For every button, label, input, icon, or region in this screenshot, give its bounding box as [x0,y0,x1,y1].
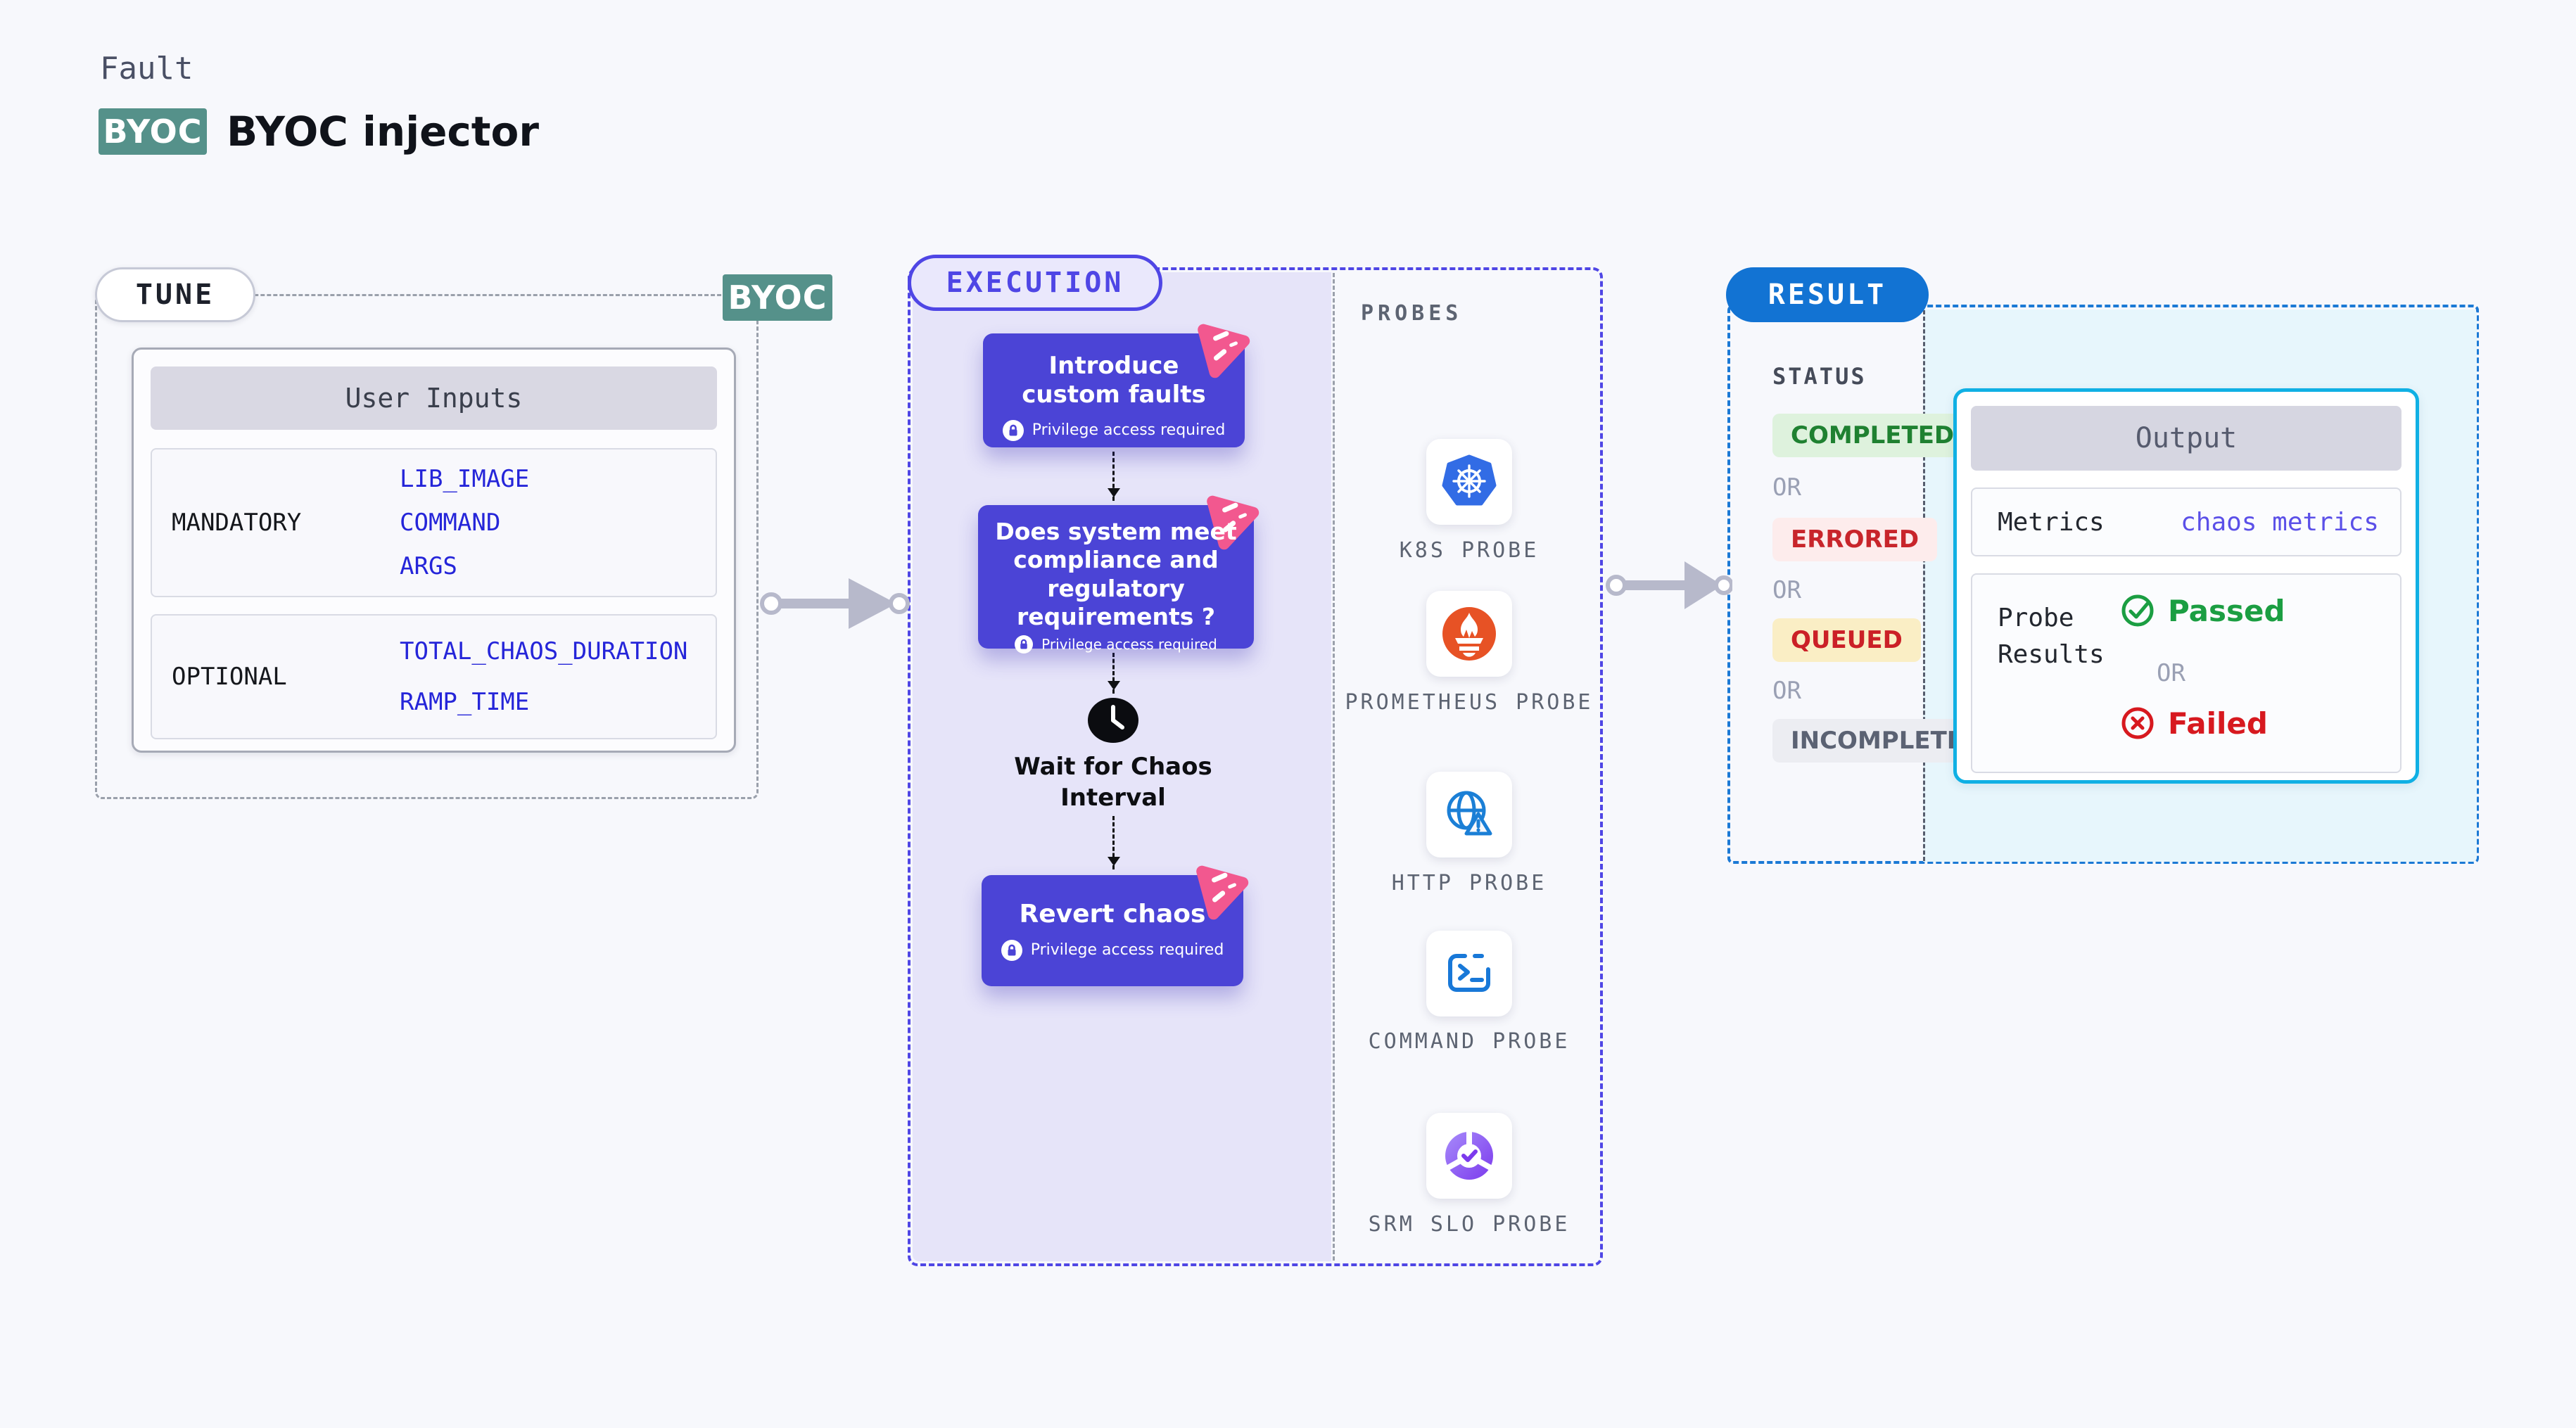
srm-slo-probe-card [1426,1113,1512,1199]
execution-section-outline: PROBES Introduce custom faults Privilege… [908,267,1603,1266]
status-or: OR [1772,576,1801,604]
globe-warning-icon [1447,791,1492,836]
metrics-row: Metrics chaos metrics [1971,487,2401,556]
execution-to-result-arrow [1606,561,1732,609]
page-title: BYOC injector [227,108,539,155]
step-introduce-custom-faults: Introduce custom faults Privilege access… [983,324,1250,447]
slo-donut-check-icon [1445,1130,1493,1180]
tune-section-outline [95,294,759,799]
kubernetes-icon [1442,454,1497,506]
lock-icon [1015,635,1034,654]
prometheus-probe-label: PROMETHEUS PROBE [1345,690,1594,715]
status-badge-completed: COMPLETED [1772,414,1973,457]
user-inputs-header: User Inputs [151,366,717,430]
probe-results-row: Probe Results Passed OR Failed [1971,573,2401,773]
execution-probes-divider [1333,273,1335,1261]
optional-values: TOTAL_CHAOS_DURATION RAMP_TIME [400,616,687,738]
lock-icon [1001,939,1022,961]
mandatory-row: MANDATORY LIB_IMAGE COMMAND ARGS [151,448,717,597]
chaos-fault-icon [1198,324,1250,378]
k8s-probe-card [1426,439,1512,525]
output-card: Output Metrics chaos metrics Probe Resul… [1953,388,2419,784]
http-probe-card [1426,772,1512,858]
passed-line: Passed [2120,593,2285,628]
mandatory-label: MANDATORY [172,509,302,537]
chaos-fault-icon [1207,495,1260,550]
probes-heading: PROBES [1361,301,1463,326]
check-circle-icon [2121,594,2154,627]
metrics-label: Metrics [1998,507,2105,537]
status-heading: STATUS [1772,363,1867,390]
value-args: ARGS [400,552,457,580]
status-or: OR [1772,473,1801,502]
optional-row: OPTIONAL TOTAL_CHAOS_DURATION RAMP_TIME [151,614,717,739]
flow-connector [1108,653,1120,694]
chaos-fault-icon [1196,865,1249,920]
probe-results-label: Probe Results [1998,604,2105,670]
mandatory-values: LIB_IMAGE COMMAND ARGS [400,450,529,596]
flow-connector [1108,816,1120,869]
value-command: COMMAND [400,509,501,537]
step-revert-chaos: Revert chaos Privilege access required [982,865,1249,986]
privilege-note: Privilege access required [982,939,1243,961]
byoc-badge: BYOC [99,108,207,155]
tune-pill: TUNE [95,267,255,322]
lock-icon [1002,419,1024,441]
result-pill: RESULT [1726,267,1929,322]
srm-slo-probe-label: SRM SLO PROBE [1368,1212,1571,1237]
x-circle-icon [2121,707,2154,739]
status-badge-queued: QUEUED [1772,618,1921,662]
tune-to-execution-arrow [760,578,910,629]
status-badge-errored: ERRORED [1772,518,1938,561]
output-header: Output [1971,406,2401,471]
optional-label: OPTIONAL [172,663,287,691]
command-probe-label: COMMAND PROBE [1368,1029,1571,1054]
command-probe-card [1426,931,1512,1016]
result-section-outline: STATUS COMPLETED OR ERRORED OR QUEUED OR… [1727,305,2479,864]
value-total-chaos-duration: TOTAL_CHAOS_DURATION [400,637,688,666]
privilege-note: Privilege access required [978,635,1254,654]
user-inputs-card: User Inputs MANDATORY LIB_IMAGE COMMAND … [132,348,736,753]
result-divider [1923,310,1925,861]
wait-for-chaos-interval-label: Wait for Chaos Interval [1014,753,1212,812]
status-or: OR [1772,677,1801,705]
failed-line: Failed [2120,706,2268,741]
terminal-icon [1448,954,1490,992]
execution-pill: EXECUTION [908,255,1162,311]
probe-results-or: OR [2157,659,2185,687]
step-title: Does system meet compliance and regulato… [995,518,1237,630]
privilege-note: Privilege access required [983,419,1245,441]
flow-connector [1108,452,1120,501]
clock-icon [1088,698,1138,743]
step-compliance-check: Does system meet compliance and regulato… [978,495,1260,654]
value-lib-image: LIB_IMAGE [400,465,530,493]
fault-eyebrow: Fault [100,51,193,87]
metrics-value: chaos metrics [2181,507,2379,537]
step-title: Revert chaos [1019,900,1206,929]
k8s-probe-label: K8S PROBE [1399,538,1540,563]
prometheus-flame-icon [1442,607,1496,661]
tune-byoc-badge: BYOC [723,274,832,321]
step-title: Introduce custom faults [1022,352,1206,409]
value-ramp-time: RAMP_TIME [400,687,530,716]
http-probe-label: HTTP PROBE [1391,871,1547,895]
prometheus-probe-card [1426,591,1512,677]
